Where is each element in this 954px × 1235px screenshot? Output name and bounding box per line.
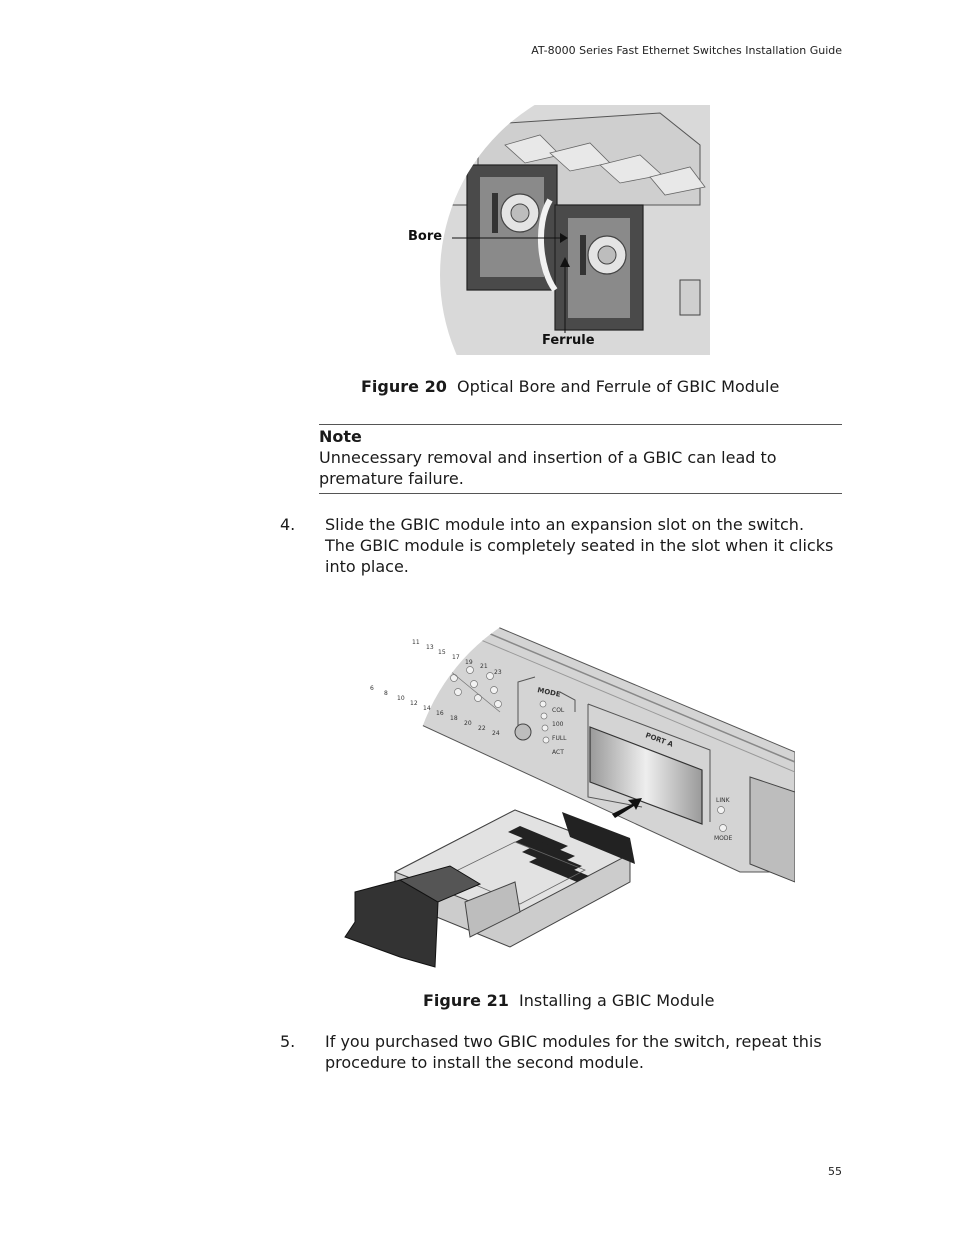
note-title: Note xyxy=(319,427,362,446)
port-label-23: 23 xyxy=(494,669,502,676)
page-number: 55 xyxy=(828,1165,842,1178)
port-label-17: 17 xyxy=(452,654,460,661)
step-5-text: If you purchased two GBIC modules for th… xyxy=(325,1032,822,1072)
gbic-module xyxy=(344,809,635,968)
port-label-15: 15 xyxy=(438,649,446,656)
figure-20-number: Figure 20 xyxy=(361,377,447,396)
step-5-number: 5. xyxy=(280,1032,296,1051)
port-label-11: 11 xyxy=(412,639,420,646)
figure-21-caption: Figure 21 Installing a GBIC Module xyxy=(423,991,714,1010)
bore-label: Bore xyxy=(408,229,443,244)
gbic-install-drawing: MODE COL 100 FULL ACT PORT A LINK MODE 1… xyxy=(344,592,796,977)
col-label: COL xyxy=(552,707,565,714)
port-label-8: 8 xyxy=(384,690,388,697)
port-label-22: 22 xyxy=(478,725,486,732)
port-label-12: 12 xyxy=(410,700,418,707)
mode2-label: MODE xyxy=(714,835,733,842)
link-label: LINK xyxy=(716,797,731,804)
port-label-10: 10 xyxy=(397,695,405,702)
ferrule-label: Ferrule xyxy=(542,333,595,348)
port-label-16: 16 xyxy=(436,710,444,717)
figure-21-number: Figure 21 xyxy=(423,991,509,1010)
port-label-18: 18 xyxy=(450,715,458,722)
full-label: FULL xyxy=(552,735,567,742)
step-4-number: 4. xyxy=(280,515,296,534)
port-label-6: 6 xyxy=(370,685,374,692)
running-header: AT-8000 Series Fast Ethernet Switches In… xyxy=(531,44,842,57)
port-label-13: 13 xyxy=(426,644,434,651)
port-label-21: 21 xyxy=(480,663,488,670)
port-label-20: 20 xyxy=(464,720,472,727)
step-4-text: Slide the GBIC module into an expansion … xyxy=(325,515,834,576)
note-body: Unnecessary removal and insertion of a G… xyxy=(319,448,777,488)
gbic-connector-drawing xyxy=(440,105,710,355)
act-label: ACT xyxy=(552,749,564,756)
figure-21-illustration: MODE COL 100 FULL ACT PORT A LINK MODE 1… xyxy=(340,592,796,977)
figure-20-caption: Figure 20 Optical Bore and Ferrule of GB… xyxy=(361,377,779,396)
port-label-19: 19 xyxy=(465,659,473,666)
figure-20-illustration xyxy=(400,105,710,355)
port-label-24: 24 xyxy=(492,730,500,737)
note-box: Note Unnecessary removal and insertion o… xyxy=(319,424,842,494)
figure-20-text: Optical Bore and Ferrule of GBIC Module xyxy=(457,377,780,396)
speed-label: 100 xyxy=(552,721,564,728)
port-label-14: 14 xyxy=(423,705,431,712)
figure-21-text: Installing a GBIC Module xyxy=(519,991,715,1010)
